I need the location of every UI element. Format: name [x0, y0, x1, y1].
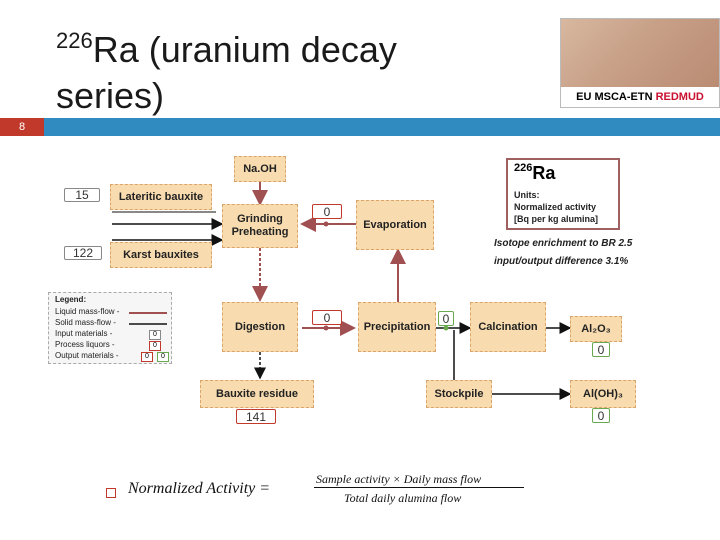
- legend: Legend: Liquid mass-flow - Solid mass-fl…: [48, 292, 172, 364]
- legend-process: Process liquors -: [55, 340, 115, 349]
- units-box: 226Ra Units: Normalized activity [Bq per…: [506, 158, 620, 230]
- units-isotope-sup: 226: [514, 162, 533, 174]
- value-lateritic: 15: [64, 188, 100, 202]
- legend-liquid: Liquid mass-flow -: [55, 307, 120, 316]
- node-digestion: Digestion: [222, 302, 298, 352]
- title-main: Ra (uranium decay: [92, 29, 397, 70]
- formula-denominator: Total daily alumina flow: [344, 491, 462, 505]
- logo-text-right: REDMUD: [655, 91, 704, 103]
- value-karst: 122: [64, 246, 102, 260]
- legend-input-swatch: 0: [149, 330, 161, 340]
- legend-liquid-swatch: [129, 312, 167, 314]
- page-number: 8: [0, 118, 44, 136]
- connector-dot-grinding: [323, 221, 329, 227]
- note-difference: input/output difference 3.1%: [494, 256, 629, 267]
- bullet-icon: [106, 488, 116, 498]
- logo-text-left: EU MSCA-ETN: [576, 91, 656, 103]
- connector-dot-digestion: [323, 325, 329, 331]
- units-line3: [Bq per kg alumina]: [514, 214, 599, 224]
- title-superscript: 226: [56, 28, 93, 53]
- legend-solid: Solid mass-flow -: [55, 318, 116, 327]
- formula-lhs: Normalized Activity =: [128, 480, 271, 497]
- connector-dot-precipitation: [443, 325, 449, 331]
- legend-output: Output materials -: [55, 351, 119, 360]
- legend-solid-swatch: [129, 323, 167, 325]
- logo-band: EU MSCA-ETN REDMUD: [561, 87, 719, 107]
- node-lateritic-bauxite: Lateritic bauxite: [110, 184, 212, 210]
- header-bar: [44, 118, 720, 136]
- node-evaporation: Evaporation: [356, 200, 434, 250]
- node-stockpile: Stockpile: [426, 380, 492, 408]
- legend-output-swatch-red: 0: [141, 352, 153, 362]
- note-enrichment: Isotope enrichment to BR 2.5: [494, 238, 633, 249]
- formula-numerator: Sample activity × Daily mass flow: [316, 472, 482, 486]
- node-karst-bauxites: Karst bauxites: [110, 242, 212, 268]
- units-line2: Normalized activity: [514, 202, 597, 212]
- value-grinding: 0: [312, 204, 342, 219]
- node-calcination: Calcination: [470, 302, 546, 352]
- legend-process-swatch: 0: [149, 341, 161, 351]
- slide-title: 226Ra (uranium decay series): [56, 18, 397, 119]
- units-isotope: 226Ra: [514, 162, 555, 184]
- node-bauxite-residue: Bauxite residue: [200, 380, 314, 408]
- legend-input: Input materials -: [55, 329, 113, 338]
- legend-title: Legend:: [55, 295, 87, 304]
- units-line1: Units:: [514, 190, 540, 200]
- node-naoh: Na.OH: [234, 156, 286, 182]
- node-precipitation: Precipitation: [358, 302, 436, 352]
- value-al2o3: 0: [592, 342, 610, 357]
- formula-fraction-bar: [314, 487, 524, 488]
- node-grinding-preheating: Grinding Preheating: [222, 204, 298, 248]
- node-aloh3: Al(OH)₃: [570, 380, 636, 408]
- title-line2: series): [56, 75, 165, 116]
- legend-output-swatch-green: 0: [157, 352, 169, 362]
- value-precipitation: 0: [438, 311, 454, 326]
- node-al2o3: Al₂O₃: [570, 316, 622, 342]
- value-aloh3: 0: [592, 408, 610, 423]
- grinding-label-line1: Grinding: [237, 213, 283, 225]
- units-isotope-symbol: Ra: [532, 163, 556, 183]
- value-digestion: 0: [312, 310, 342, 325]
- grinding-label-line2: Preheating: [231, 226, 289, 238]
- value-bauxite-residue: 141: [236, 409, 276, 424]
